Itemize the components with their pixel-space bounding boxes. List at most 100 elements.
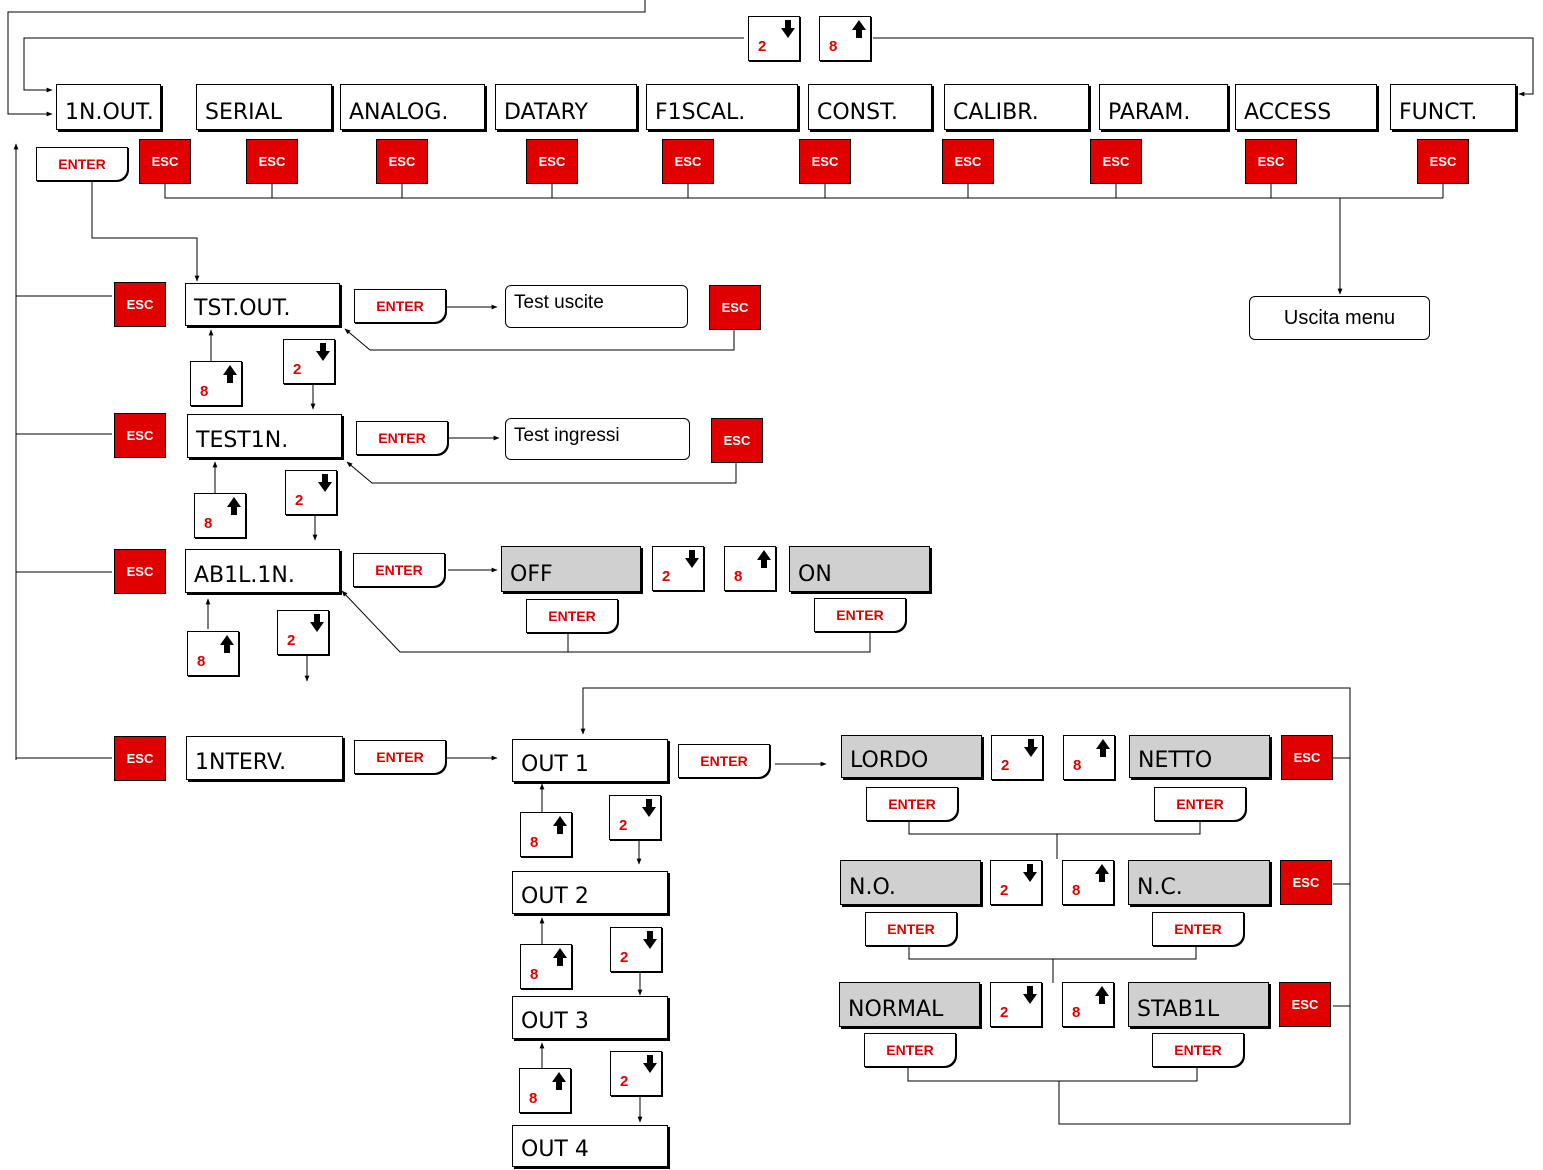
up-key[interactable]: 8 [520,812,572,857]
up-key[interactable]: 8 [1062,982,1114,1027]
menu-item-inout[interactable]: 1N.OUT. [56,84,161,130]
menu-item-analog[interactable]: ANALOG. [340,84,485,130]
submenu-enable-inputs[interactable]: AB1L.1N. [185,549,340,593]
down-key[interactable]: 2 [990,982,1042,1027]
key-number: 8 [200,383,209,400]
up-key[interactable]: 8 [190,361,242,406]
down-key[interactable]: 2 [277,610,329,655]
enter-key[interactable]: ENTER [354,740,446,774]
key-number: 8 [1072,1004,1081,1021]
down-key[interactable]: 2 [610,1051,662,1096]
up-arrow-icon [852,20,866,38]
option-normal[interactable]: NORMAL [839,982,980,1027]
esc-key[interactable]: ESC [711,418,763,463]
option-net[interactable]: NETTO [1129,735,1270,778]
down-key[interactable]: 2 [283,339,335,384]
option-normally-closed[interactable]: N.C. [1128,860,1270,905]
key-number: 8 [197,653,206,670]
esc-key[interactable]: ESC [114,282,166,327]
esc-key[interactable]: ESC [139,139,191,184]
key-number: 8 [204,515,213,532]
enter-key[interactable]: ENTER [1152,1033,1244,1067]
esc-key[interactable]: ESC [1245,139,1297,184]
down-arrow-icon [318,474,332,492]
menu-item-fiscal[interactable]: F1SCAL. [646,84,798,130]
up-key[interactable]: 8 [1062,860,1114,905]
test-outputs-box: Test uscite [505,285,688,328]
up-arrow-icon [227,497,241,515]
submenu-test-inputs[interactable]: TEST1N. [187,414,342,458]
up-key[interactable]: 8 [194,493,246,538]
esc-key[interactable]: ESC [246,139,298,184]
key-number: 8 [829,38,838,55]
output-item[interactable]: OUT 4 [512,1125,668,1167]
output-item[interactable]: OUT 3 [512,996,668,1039]
up-key[interactable]: 8 [1063,735,1115,780]
up-arrow-icon [223,365,237,383]
esc-key[interactable]: ESC [1279,982,1331,1027]
down-key[interactable]: 2 [748,16,800,61]
enter-key[interactable]: ENTER [864,1033,956,1067]
down-arrow-icon [781,20,795,38]
up-key[interactable]: 8 [724,546,776,591]
esc-key[interactable]: ESC [376,139,428,184]
down-key[interactable]: 2 [285,470,337,515]
down-key[interactable]: 2 [990,860,1042,905]
enter-key[interactable]: ENTER [36,147,128,181]
option-stable[interactable]: STAB1L [1128,982,1269,1027]
enter-key[interactable]: ENTER [356,421,448,455]
enter-key[interactable]: ENTER [814,598,906,632]
esc-key[interactable]: ESC [1090,139,1142,184]
menu-item-const[interactable]: CONST. [808,84,932,130]
esc-key[interactable]: ESC [114,736,166,781]
esc-key[interactable]: ESC [799,139,851,184]
down-key[interactable]: 2 [610,927,662,972]
esc-key[interactable]: ESC [1280,860,1332,905]
enter-key[interactable]: ENTER [865,912,957,946]
menu-item-serial[interactable]: SERIAL [196,84,332,130]
enter-key[interactable]: ENTER [1154,787,1246,821]
key-number: 2 [287,632,296,649]
option-on[interactable]: ON [789,546,930,592]
key-number: 8 [1073,757,1082,774]
key-number: 2 [293,361,302,378]
enter-key[interactable]: ENTER [354,289,446,323]
enter-key[interactable]: ENTER [353,553,445,587]
esc-key[interactable]: ESC [526,139,578,184]
menu-item-funct[interactable]: FUNCT. [1390,84,1516,130]
output-item[interactable]: OUT 2 [512,871,668,914]
up-key[interactable]: 8 [520,944,572,989]
esc-key[interactable]: ESC [114,413,166,458]
esc-key[interactable]: ESC [1281,735,1333,780]
option-normally-open[interactable]: N.O. [840,860,981,905]
esc-key[interactable]: ESC [114,549,166,594]
key-number: 2 [620,1073,629,1090]
enter-key[interactable]: ENTER [866,787,958,821]
esc-key[interactable]: ESC [1417,139,1469,184]
up-key[interactable]: 8 [187,631,239,676]
up-arrow-icon [553,816,567,834]
key-number: 2 [758,38,767,55]
option-gross[interactable]: LORDO [841,735,982,778]
submenu-intervention[interactable]: 1NTERV. [186,736,343,780]
menu-item-param[interactable]: PARAM. [1099,84,1228,130]
menu-item-calibr[interactable]: CALIBR. [944,84,1089,130]
output-item[interactable]: OUT 1 [512,739,668,782]
esc-key[interactable]: ESC [662,139,714,184]
esc-key[interactable]: ESC [942,139,994,184]
up-key[interactable]: 8 [519,1068,571,1113]
menu-item-access[interactable]: ACCESS [1235,84,1377,130]
option-off[interactable]: OFF [501,546,641,592]
enter-key[interactable]: ENTER [678,744,770,778]
enter-key[interactable]: ENTER [526,599,618,633]
down-key[interactable]: 2 [991,735,1043,780]
submenu-test-outputs[interactable]: TST.OUT. [185,283,340,326]
menu-item-datary[interactable]: DATARY [495,84,637,130]
up-arrow-icon [757,550,771,568]
down-key[interactable]: 2 [609,795,661,840]
enter-key[interactable]: ENTER [1152,912,1244,946]
up-key[interactable]: 8 [819,16,871,61]
esc-key[interactable]: ESC [709,285,761,330]
key-number: 2 [1000,1004,1009,1021]
down-key[interactable]: 2 [652,546,704,591]
